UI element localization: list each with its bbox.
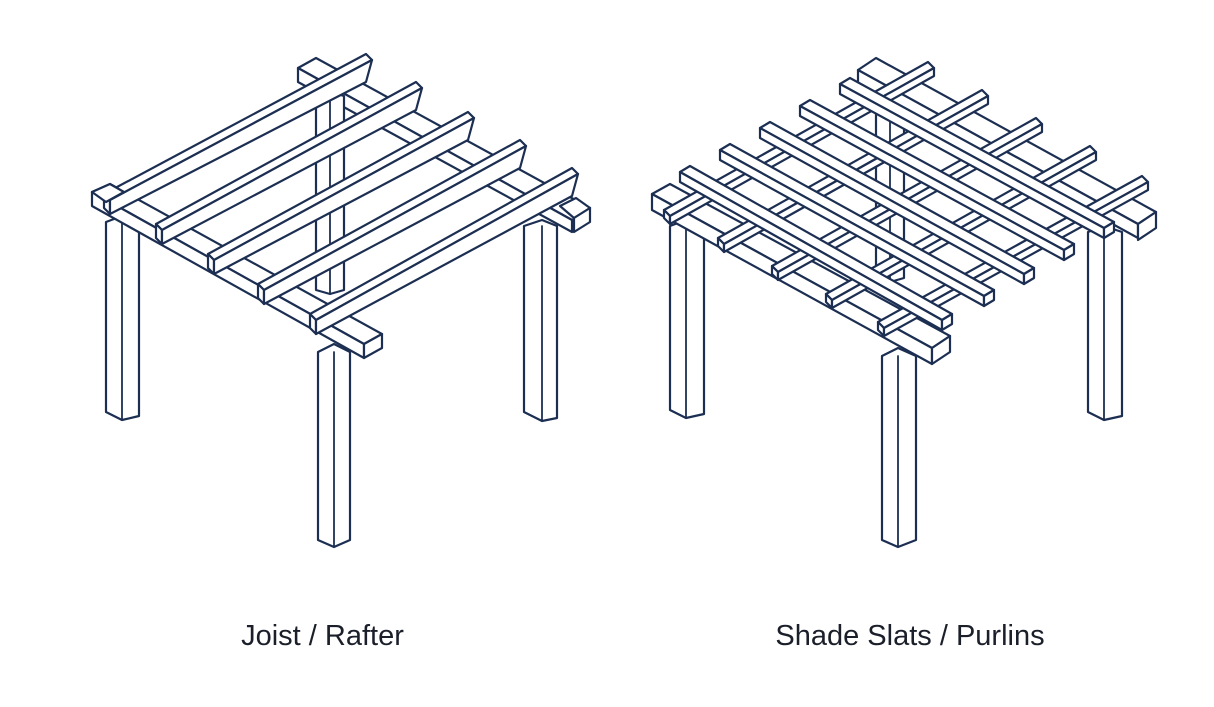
joist-rafter-pergola xyxy=(90,52,592,549)
purlin-2 xyxy=(718,142,996,308)
post-back-left xyxy=(104,214,141,422)
caption-shade-slats-purlins: Shade Slats / Purlins xyxy=(775,620,1045,652)
purlin-1 xyxy=(678,164,954,332)
caption-joist-rafter: Joist / Rafter xyxy=(241,620,404,652)
beam-end-left xyxy=(90,182,126,204)
post-back-left xyxy=(668,218,706,420)
beam-end-right xyxy=(558,196,592,234)
post-front xyxy=(316,342,352,549)
rafter-2 xyxy=(154,80,424,246)
purlin-5 xyxy=(838,76,1116,240)
purlin-3 xyxy=(758,120,1036,286)
rafter-5 xyxy=(308,166,580,336)
shade-slats-purlins-pergola xyxy=(650,56,1158,549)
purlin-4 xyxy=(798,98,1076,262)
post-back-right xyxy=(1086,224,1124,422)
rafter-3 xyxy=(206,110,476,276)
rafter-4 xyxy=(256,138,528,306)
post-front xyxy=(880,346,918,549)
post-back-right xyxy=(522,218,559,423)
